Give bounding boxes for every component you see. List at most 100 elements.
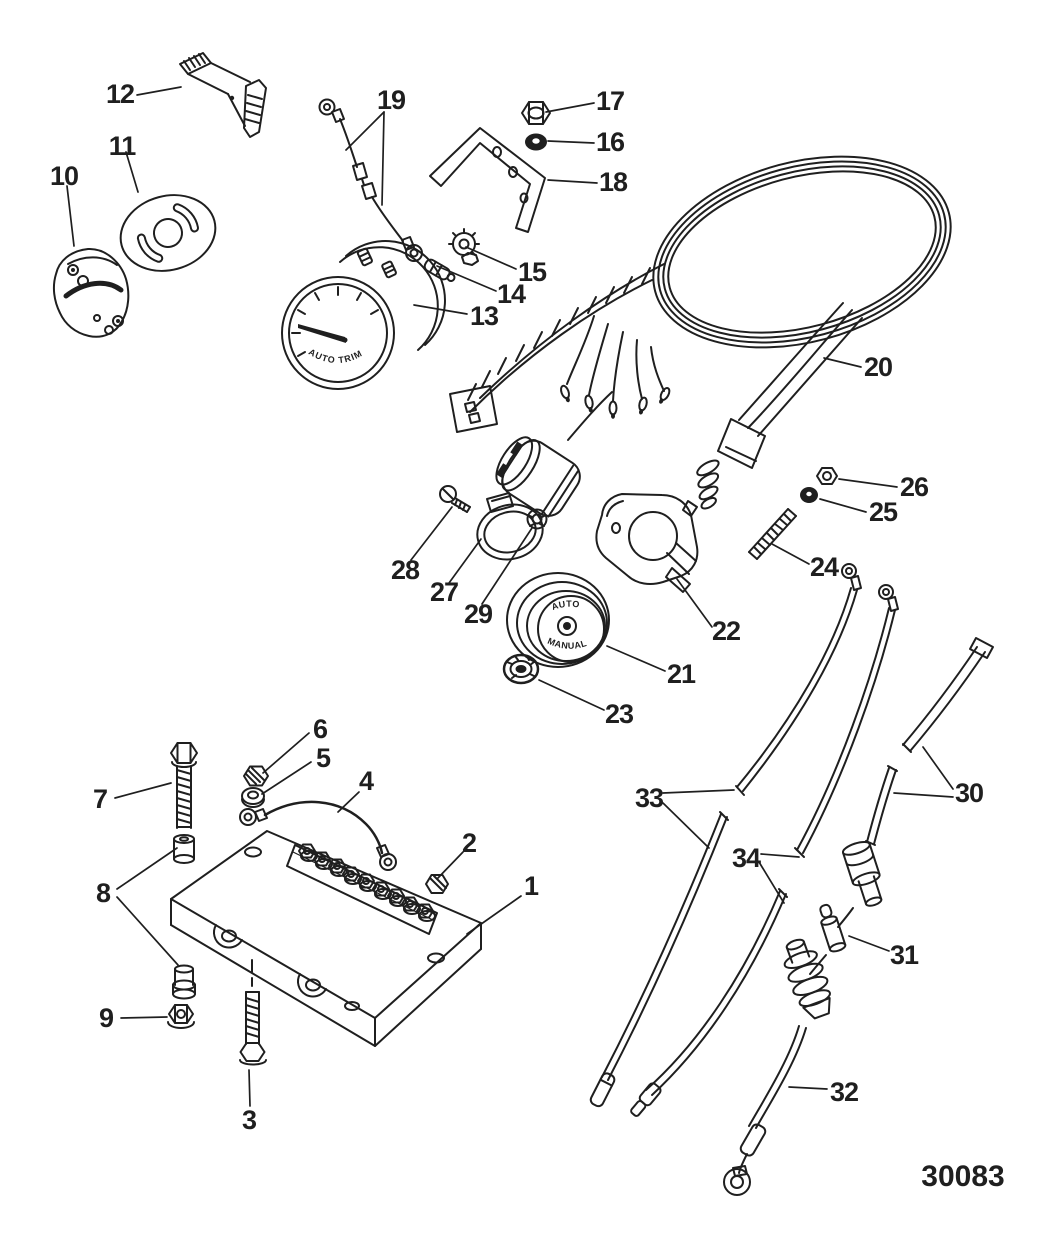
- callout-label: 34: [732, 843, 761, 873]
- part-20-harness: [449, 155, 952, 518]
- callout-4: 4: [337, 766, 375, 813]
- callout-label: 19: [377, 85, 406, 115]
- callout-label: 16: [596, 127, 625, 157]
- svg-text:AUTO TRIM: AUTO TRIM: [307, 347, 364, 365]
- part-13-gauge: AUTO TRIM: [281, 240, 446, 390]
- callout-8: 8: [96, 847, 179, 966]
- callout-label: 4: [359, 766, 374, 796]
- callout-label: 31: [890, 940, 919, 970]
- callout-24: 24: [771, 543, 840, 582]
- callout-26: 26: [838, 472, 930, 502]
- callout-19: 19: [345, 85, 407, 206]
- callout-label: 32: [830, 1077, 858, 1107]
- callout-label: 7: [93, 784, 107, 814]
- callout-label: 10: [50, 161, 78, 191]
- callout-label: 23: [605, 699, 634, 729]
- line-art: AUTO TRIM: [52, 52, 1005, 1196]
- callout-7: 7: [93, 782, 172, 814]
- part-27-clamp: [476, 492, 544, 561]
- callout-1: 1: [466, 871, 540, 935]
- callout-label: 20: [864, 352, 892, 382]
- gauge-face-label: AUTO TRIM: [307, 347, 363, 365]
- part-15-knurled-nut: [448, 228, 480, 266]
- callout-28: 28: [391, 506, 453, 585]
- callout-label: 17: [596, 86, 624, 116]
- callout-22: 22: [676, 578, 741, 646]
- part-14-bulb: [423, 258, 456, 282]
- callout-label: 3: [242, 1105, 257, 1135]
- part-29-nut: [526, 508, 548, 530]
- part-18-bracket: [429, 127, 546, 233]
- terminal-strip: [298, 843, 436, 922]
- callout-34: 34: [732, 843, 800, 904]
- callout-6: 6: [262, 714, 329, 774]
- part-22-cover: [595, 493, 699, 593]
- part-21-drive: AUTO MANUAL: [506, 572, 610, 668]
- callout-label: 30: [955, 778, 983, 808]
- callout-33: 33: [635, 783, 735, 849]
- callout-23: 23: [538, 679, 635, 729]
- part-26-nut: [816, 467, 838, 485]
- callout-label: 8: [96, 878, 111, 908]
- part-24-stud: [748, 508, 797, 560]
- callout-label: 13: [470, 301, 499, 331]
- svg-text:MANUAL: MANUAL: [546, 636, 588, 651]
- callout-label: 25: [869, 497, 898, 527]
- callouts: 12 11 10 19 17 16 18 15: [50, 79, 984, 1135]
- part-30-sleeves: [865, 637, 994, 846]
- callout-label: 18: [599, 167, 628, 197]
- callout-12: 12: [106, 79, 182, 109]
- callout-2: 2: [436, 828, 477, 880]
- callout-3: 3: [242, 1069, 258, 1135]
- callout-5: 5: [261, 743, 332, 795]
- callout-17: 17: [545, 86, 625, 116]
- callout-label: 33: [635, 783, 664, 813]
- callout-label: 6: [313, 714, 328, 744]
- part-19-lead-wires: [318, 98, 423, 262]
- callout-21: 21: [606, 645, 697, 689]
- part-33-link-wire: [589, 563, 862, 1108]
- callout-20: 20: [823, 352, 893, 382]
- callout-32: 32: [788, 1077, 859, 1107]
- callout-15: 15: [465, 246, 548, 287]
- dial-bottom-label: MANUAL: [546, 636, 588, 651]
- part-17-nut: [521, 101, 551, 125]
- callout-13: 13: [413, 301, 500, 331]
- part-9-nut: [167, 1004, 195, 1029]
- part-23-grommet: [502, 653, 540, 685]
- part-28-screw: [439, 485, 471, 513]
- part-8-spacers: [172, 834, 196, 1000]
- callout-14: 14: [436, 265, 527, 309]
- callout-label: 27: [430, 577, 458, 607]
- part-31-connector: [819, 903, 847, 953]
- part-12-bracket: [179, 52, 267, 138]
- callout-10: 10: [50, 161, 79, 247]
- part-16-washer: [525, 133, 547, 151]
- callout-label: 21: [667, 659, 696, 689]
- callout-25: 25: [819, 497, 899, 527]
- part-34-link-wire: [630, 584, 899, 1117]
- part-25-washer: [800, 487, 818, 503]
- part-2-nut: [425, 874, 449, 894]
- part-6-nut: [243, 765, 269, 787]
- callout-label: 5: [316, 743, 331, 773]
- callout-label: 24: [810, 552, 839, 582]
- callout-18: 18: [547, 167, 629, 197]
- callout-label: 12: [106, 79, 134, 109]
- part-5-washer: [241, 787, 265, 808]
- callout-30: 30: [893, 746, 984, 808]
- callout-label: 15: [518, 257, 547, 287]
- callout-16: 16: [547, 127, 626, 157]
- part-11-gasket: [119, 194, 217, 272]
- callout-label: 1: [524, 871, 539, 901]
- callout-27: 27: [430, 538, 482, 607]
- callout-29: 29: [464, 527, 533, 629]
- callout-label: 2: [462, 828, 476, 858]
- callout-label: 22: [712, 616, 740, 646]
- part-7-bolt: [170, 742, 198, 829]
- callout-label: 29: [464, 599, 493, 629]
- callout-9: 9: [99, 1003, 168, 1033]
- callout-31: 31: [848, 935, 920, 970]
